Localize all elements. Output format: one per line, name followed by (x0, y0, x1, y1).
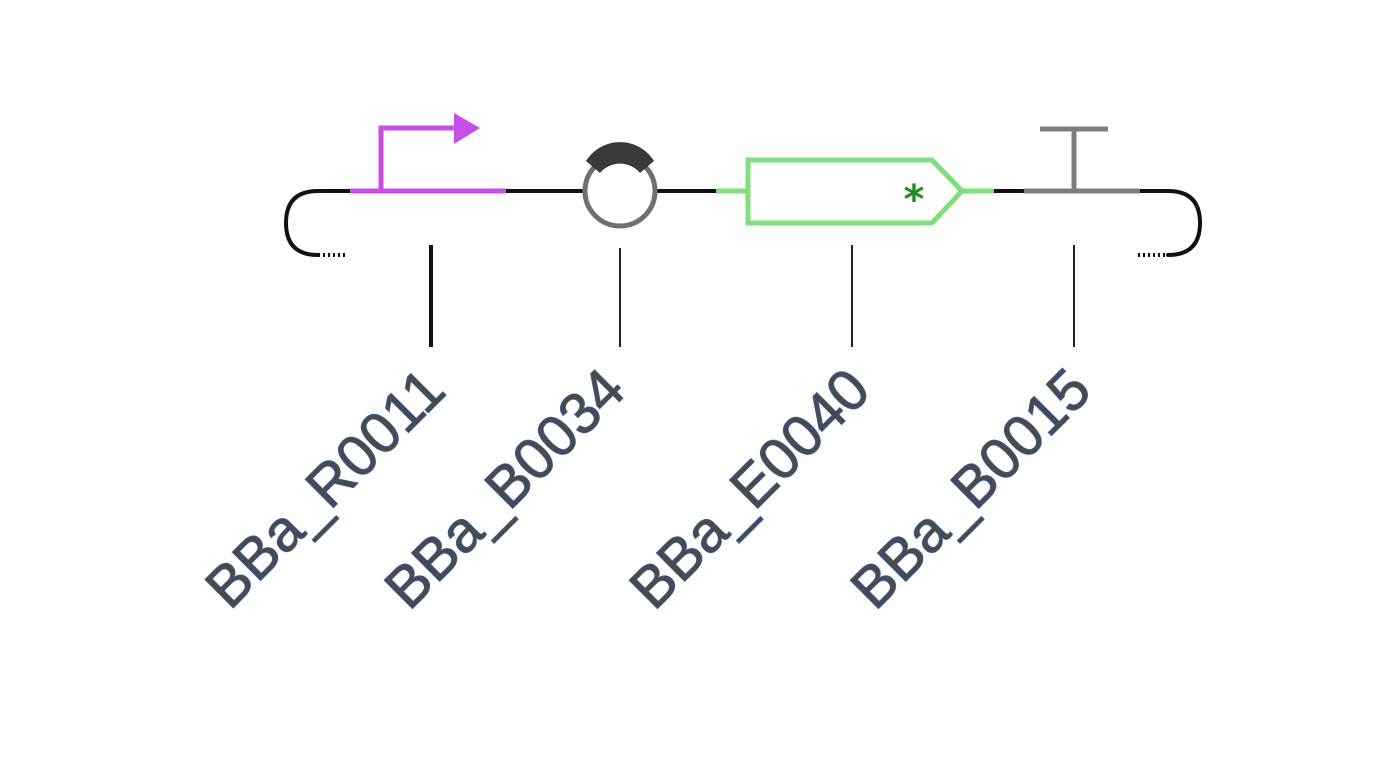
cds-mark: * (904, 177, 925, 223)
promoter-glyph (350, 113, 506, 194)
cds-glyph: * (716, 157, 994, 226)
part-label-cds: BBa_E0040 (617, 356, 882, 621)
promoter-arrow-icon (454, 113, 480, 144)
part-label-terminator: BBa_B0015 (838, 356, 1103, 621)
backbone-right-end (1138, 189, 1203, 257)
terminator-glyph (1024, 126, 1140, 194)
rbs-cap-icon (586, 142, 654, 173)
rbs-glyph (582, 142, 658, 229)
backbone-left-end (283, 189, 352, 257)
